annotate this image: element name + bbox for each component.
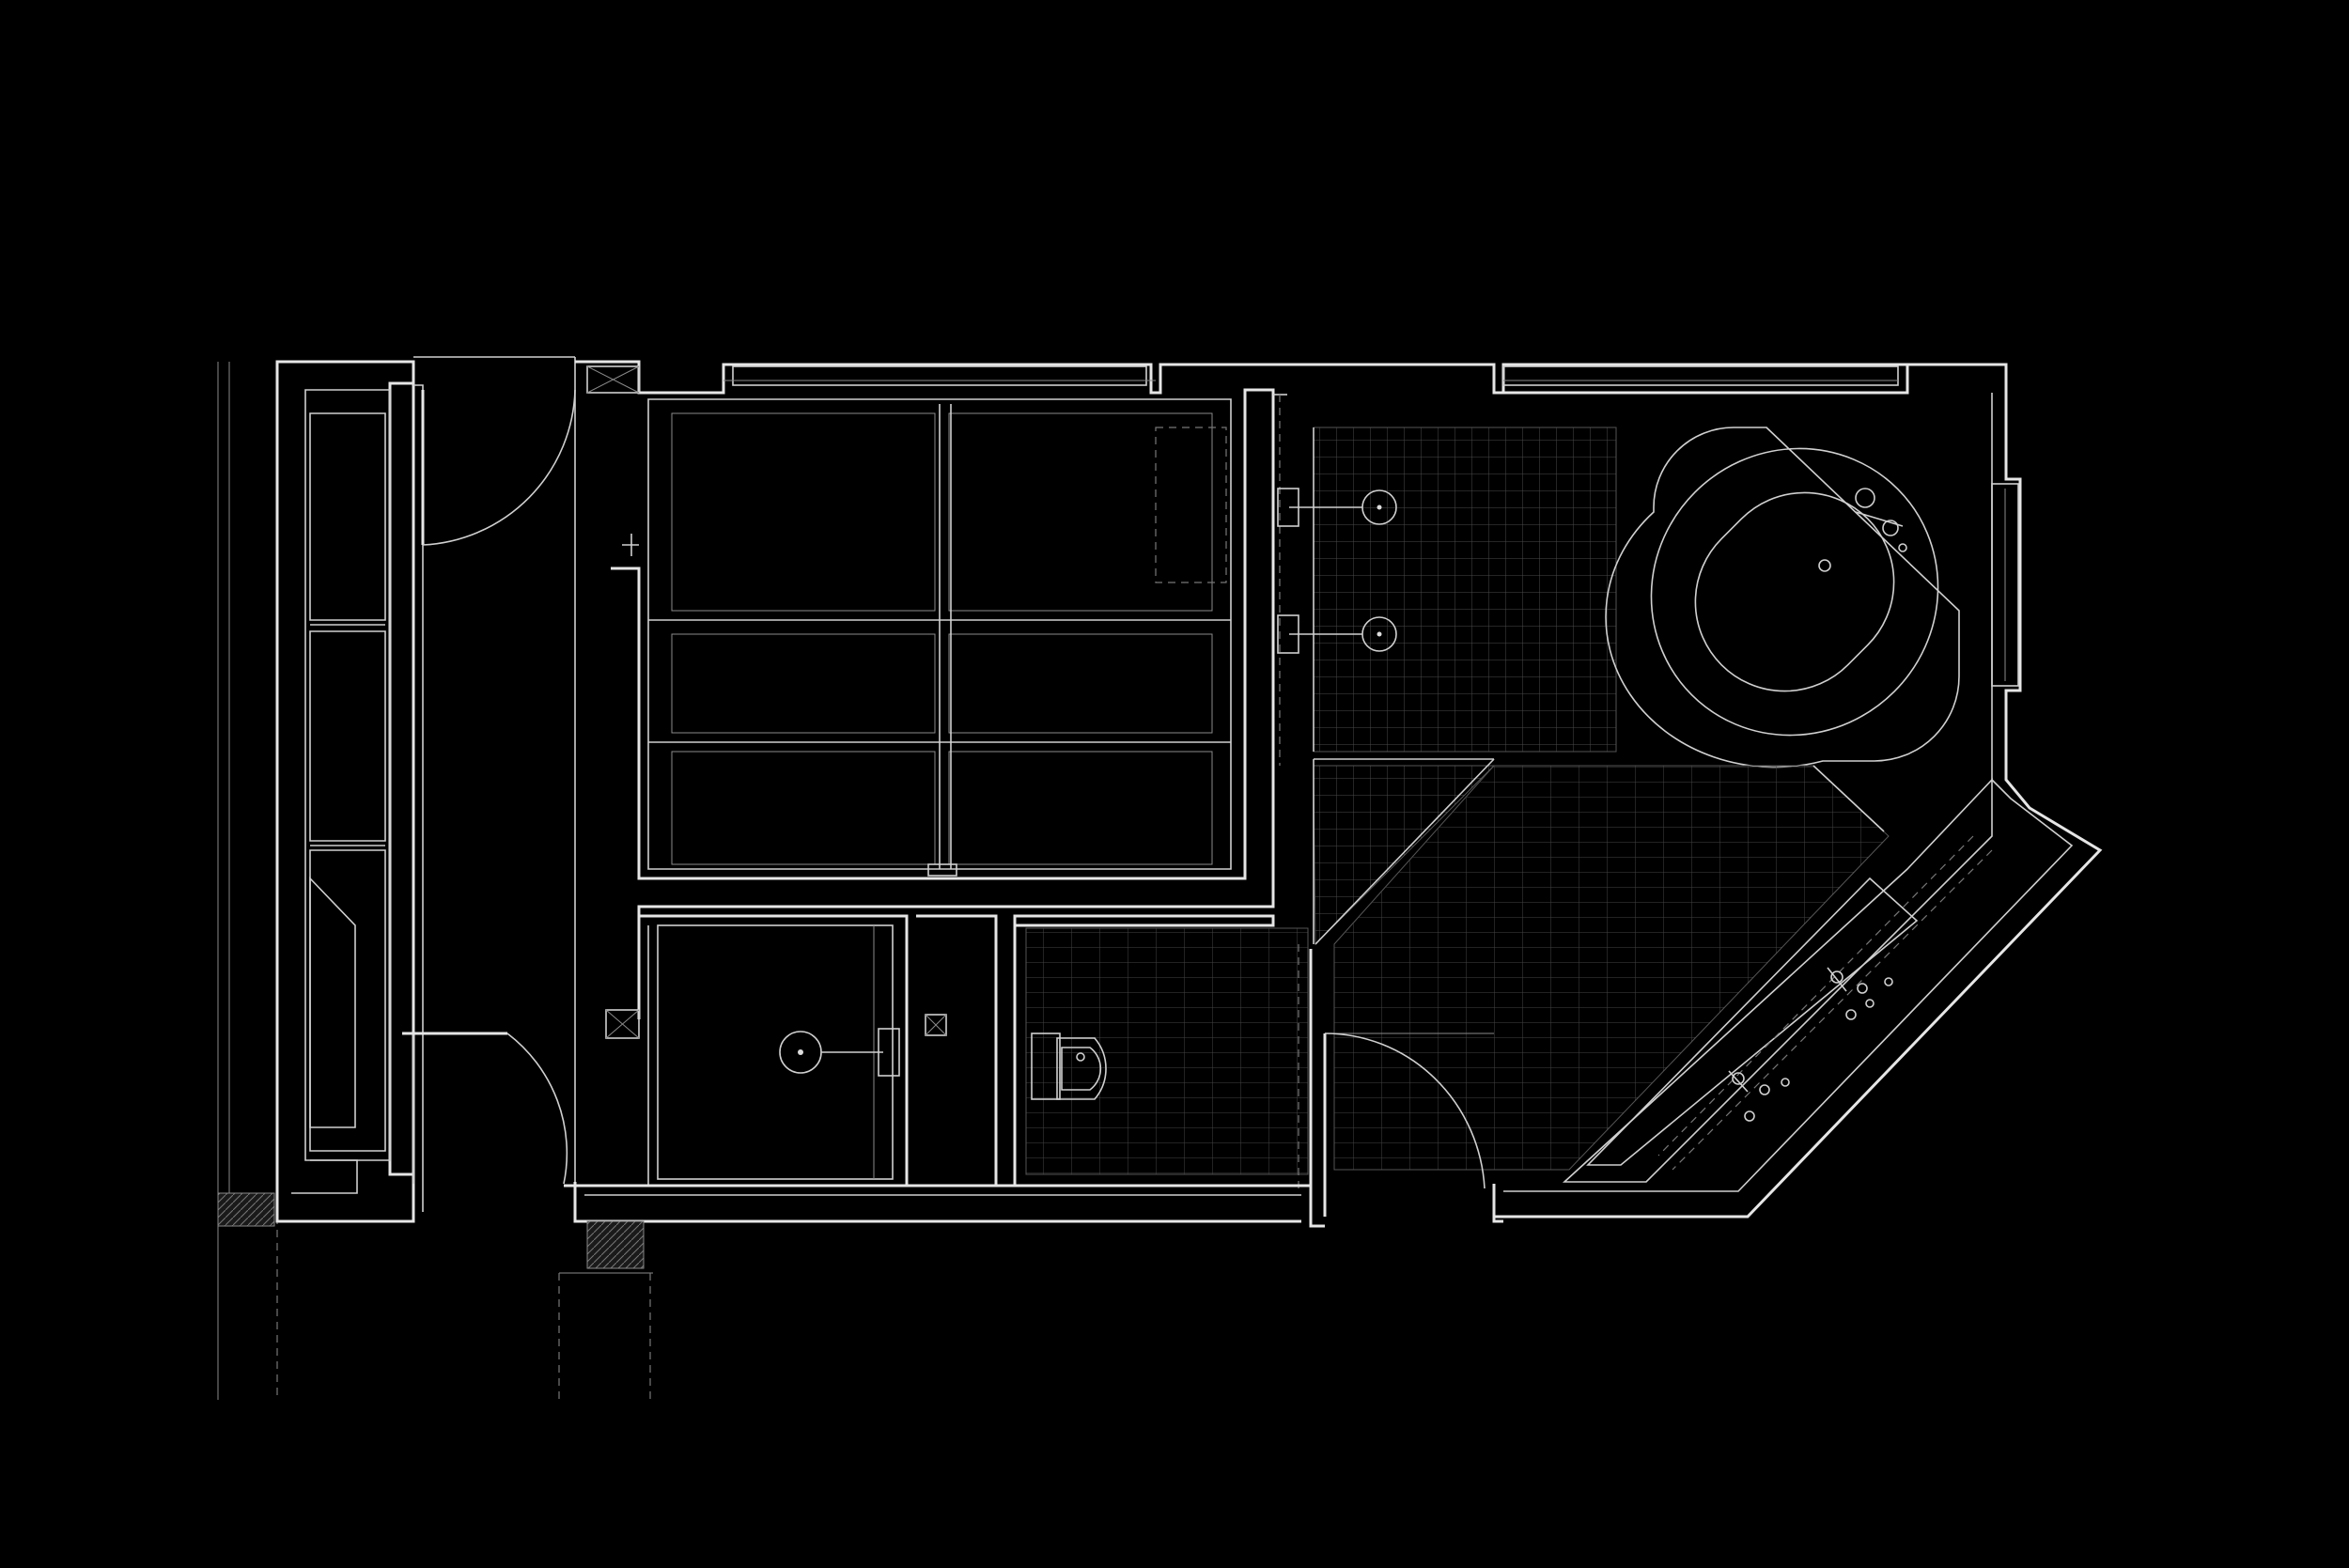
left-exterior-wall	[217, 360, 415, 1400]
freestanding-bathtub	[1605, 427, 1960, 768]
washroom-middle	[605, 914, 1309, 1186]
right-exterior-wall	[1492, 363, 2103, 1219]
shower-floor	[1313, 758, 1890, 1171]
top-exterior-wall	[575, 360, 1909, 395]
toilet-bowl	[1056, 1037, 1107, 1100]
bottom-exterior-wall	[558, 1184, 1503, 1400]
long-diagonal-vanity	[1562, 777, 1993, 1183]
corridor	[412, 356, 577, 1221]
vanity-area	[1273, 394, 1617, 766]
bathroom-door	[1298, 944, 1494, 1217]
corridor-door-top	[421, 389, 576, 546]
corridor-door-bottom	[402, 1032, 568, 1185]
sauna-benches	[611, 388, 1275, 1019]
wardrobe-cabinets	[291, 389, 391, 1194]
